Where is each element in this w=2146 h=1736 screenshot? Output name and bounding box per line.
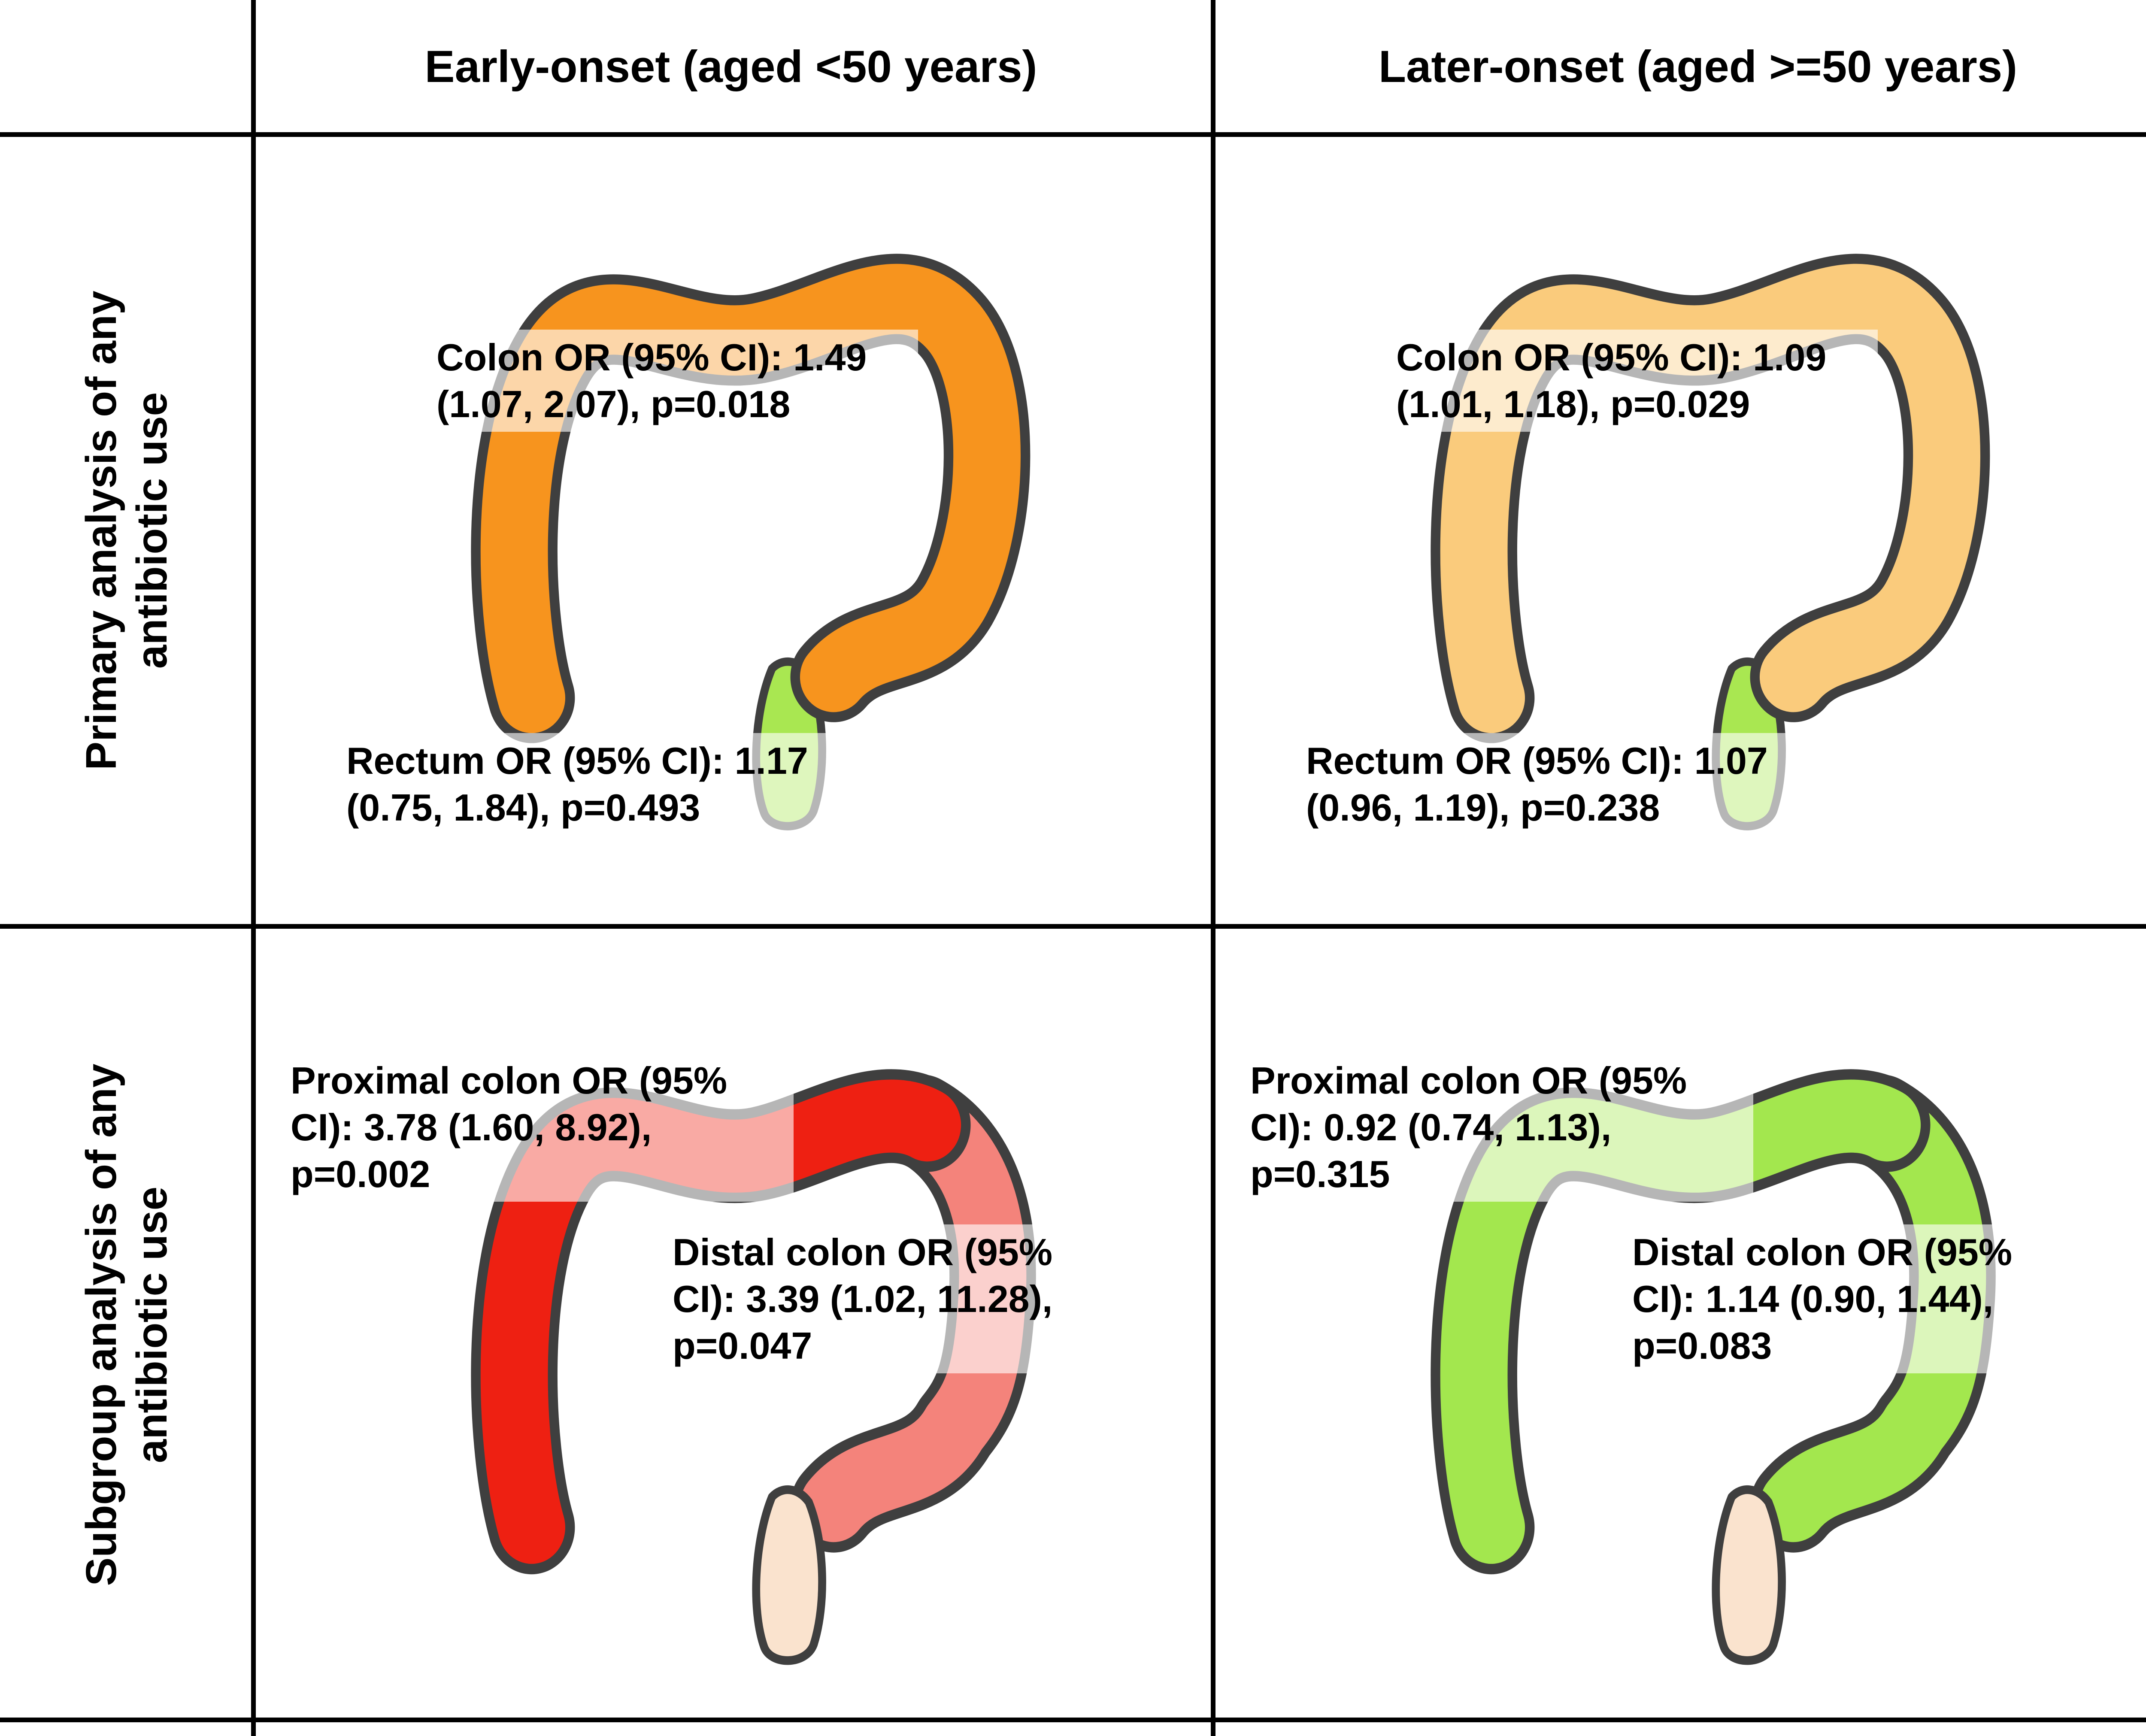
column-header-early-onset: Early-onset (aged <50 years) <box>424 42 1037 92</box>
cell-later-primary: Colon OR (95% CI): 1.09 (1.01, 1.18), p=… <box>1215 136 2146 924</box>
rectum-shape <box>1712 1485 1786 1665</box>
rectum-shape <box>752 1485 826 1665</box>
colon-or-label: Colon OR (95% CI): 1.49 (1.07, 2.07), p=… <box>427 330 918 432</box>
colon-tube <box>1440 264 1980 733</box>
distal-colon-or-label: Distal colon OR (95% CI): 3.39 (1.02, 11… <box>663 1224 1128 1374</box>
proximal-colon-or-label: Proximal colon OR (95% CI): 0.92 (0.74, … <box>1241 1053 1753 1202</box>
grid-vline-columns <box>1211 0 1215 1736</box>
rectum-or-label: Rectum OR (95% CI): 1.17 (0.75, 1.84), p… <box>337 733 849 836</box>
colon-tube <box>480 264 1021 733</box>
colon-svg <box>1431 1069 1996 1665</box>
distal-colon-tube <box>1759 1085 1986 1542</box>
row-label-primary-analysis: Primary analysis of any antibiotic use <box>77 291 176 770</box>
cell-early-primary: Colon OR (95% CI): 1.49 (1.07, 2.07), p=… <box>255 136 1211 924</box>
distal-colon-or-label: Distal colon OR (95% CI): 1.14 (0.90, 1.… <box>1623 1224 2088 1374</box>
grid-hline-rows <box>0 924 2146 929</box>
cell-later-subgroup: Proximal colon OR (95% CI): 0.92 (0.74, … <box>1215 928 2146 1718</box>
colon-or-label: Colon OR (95% CI): 1.09 (1.01, 1.18), p=… <box>1387 330 1878 432</box>
proximal-colon-or-label: Proximal colon OR (95% CI): 3.78 (1.60, … <box>281 1053 794 1202</box>
rectum-or-label: Rectum OR (95% CI): 1.07 (0.96, 1.19), p… <box>1297 733 1809 836</box>
distal-colon-tube <box>800 1085 1027 1542</box>
grid-vline-row-labels <box>251 0 256 1736</box>
column-header-later-onset: Later-onset (aged >=50 years) <box>1378 42 2018 92</box>
cell-early-subgroup: Proximal colon OR (95% CI): 3.78 (1.60, … <box>255 928 1211 1718</box>
grid-hline-header <box>0 132 2146 137</box>
row-label-subgroup-analysis: Subgroup analysis of any antibiotic use <box>77 1063 176 1586</box>
grid-hline-bottom <box>0 1718 2146 1722</box>
colon-diagram <box>1357 976 2078 1671</box>
